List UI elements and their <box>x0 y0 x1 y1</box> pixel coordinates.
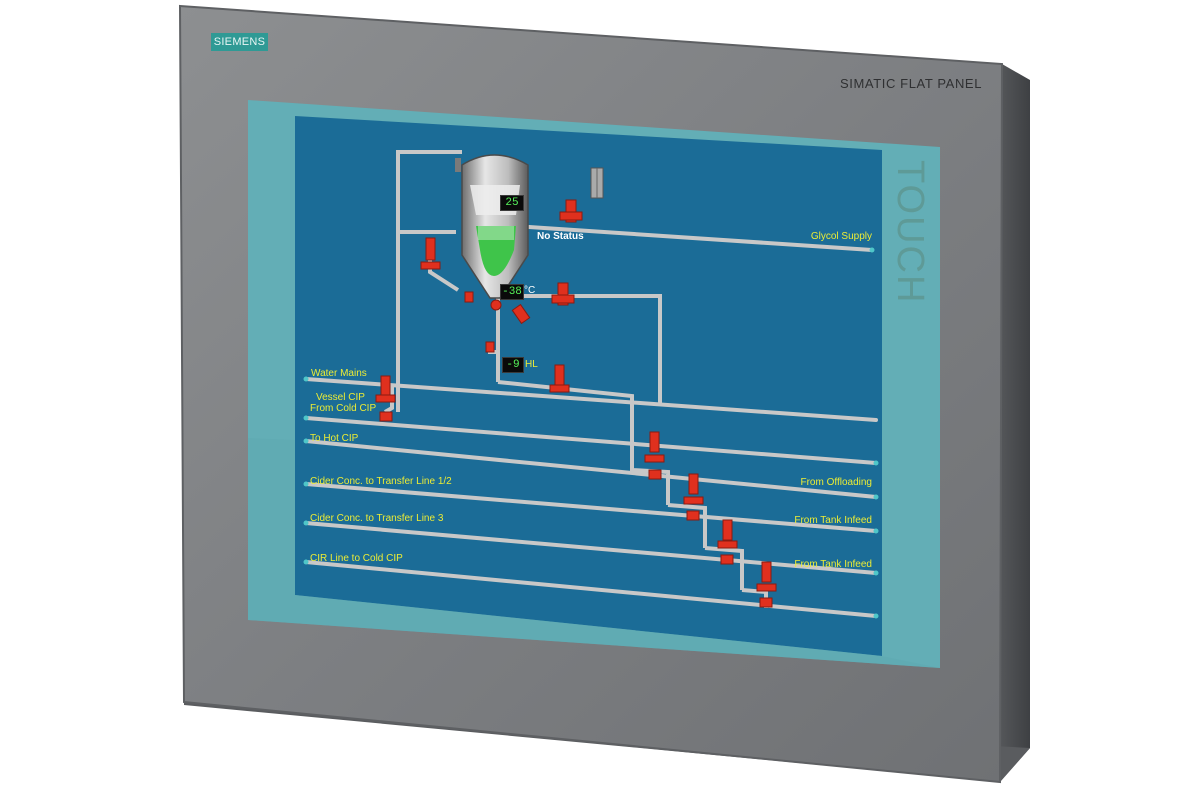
label-water-mains: Water Mains <box>311 368 367 379</box>
process-lines <box>304 225 878 618</box>
valve-water-mains <box>375 375 396 422</box>
label-from-cold-cip: From Cold CIP <box>310 403 377 414</box>
valve-bottom <box>490 299 502 311</box>
valves <box>375 199 777 608</box>
valve-line-12 <box>683 473 704 521</box>
valve-level <box>485 341 495 353</box>
model-label: SIMATIC FLAT PANEL <box>840 76 983 91</box>
label-vessel-cip: Vessel CIP <box>316 392 365 403</box>
label-cir-line: CIR Line to Cold CIP <box>310 553 403 564</box>
temperature-readout[interactable]: -38 <box>500 284 524 300</box>
brand-logo: SIEMENS <box>211 33 268 51</box>
valve-vessel-inlet <box>420 237 441 270</box>
label-from-offloading: From Offloading <box>800 477 872 488</box>
level-unit: HL <box>525 359 538 370</box>
valve-glycol <box>559 199 583 223</box>
touch-label-area: TOUCH <box>884 160 934 320</box>
valve-cooling <box>551 282 575 306</box>
temperature-unit: °C <box>524 285 536 296</box>
valve-hot-cip <box>644 431 665 480</box>
label-to-hot-cip: To Hot CIP <box>310 433 359 444</box>
vessel-status: No Status <box>537 231 584 242</box>
label-cider-line-12: Cider Conc. to Transfer Line 1/2 <box>310 476 452 487</box>
valve-cip-a <box>549 364 570 393</box>
level-readout[interactable]: -9 <box>502 357 524 373</box>
touch-label: TOUCH <box>889 160 931 305</box>
vessel-tank <box>455 154 604 299</box>
vessel-top-readout[interactable]: 25 <box>500 195 524 211</box>
label-glycol-supply: Glycol Supply <box>810 231 872 242</box>
label-cider-line-3: Cider Conc. to Transfer Line 3 <box>310 513 444 524</box>
screen-glass-reflection <box>248 438 940 668</box>
line-end-arrows <box>303 247 879 619</box>
bezel-side-edge <box>1000 64 1030 782</box>
label-from-tank-infeed-1: From Tank Infeed <box>794 515 872 526</box>
label-from-tank-infeed-2: From Tank Infeed <box>794 559 872 570</box>
valve-outlet-right <box>511 303 531 325</box>
valve-cir <box>756 561 777 608</box>
valve-outlet-left <box>464 291 474 303</box>
valve-line-3 <box>717 519 738 565</box>
